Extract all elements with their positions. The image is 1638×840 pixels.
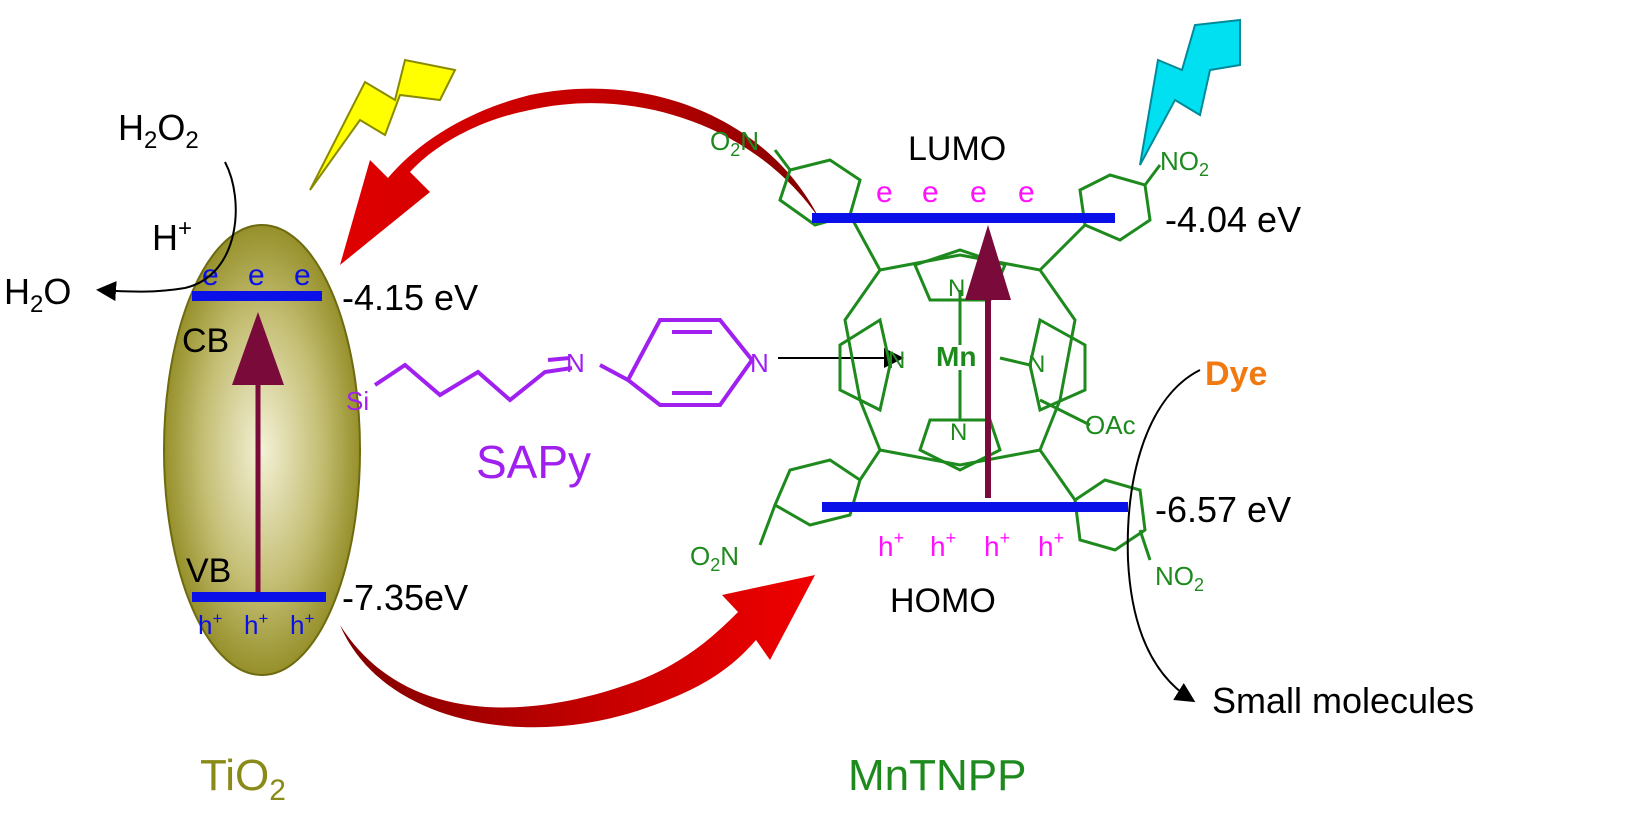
porphyrin-n-atom: N <box>1028 351 1045 378</box>
lumo-label: LUMO <box>908 130 1006 168</box>
porphyrin-n-atom: N <box>948 275 965 302</box>
homo-hole: h+ <box>1038 528 1064 562</box>
sapy-linker <box>373 318 755 407</box>
lumo-electron: e <box>876 176 893 209</box>
dye-label: Dye <box>1205 355 1267 393</box>
nitro-group: NO2 <box>1155 561 1204 595</box>
vb-hole: h+ <box>198 609 222 640</box>
lumo-electron: e <box>1018 176 1035 209</box>
mntnpp-name: MnTNPP <box>848 751 1026 800</box>
homo-energy: -6.57 eV <box>1155 489 1291 530</box>
products-label: Small molecules <box>1212 680 1474 721</box>
cb-energy: -4.15 eV <box>342 277 478 318</box>
lightning-bolt-icon <box>1139 18 1241 166</box>
vb-hole: h+ <box>244 609 268 640</box>
lightning-bolt-icon <box>309 58 457 191</box>
mn-atom: Mn <box>936 341 976 372</box>
mntnpp-excitation-arrowhead <box>965 225 1011 300</box>
vb-hole: h+ <box>290 609 314 640</box>
degradation-arrow <box>1126 369 1201 703</box>
proton-label: H+ <box>152 215 192 258</box>
imine-n-atom: N <box>566 348 585 378</box>
tio2-excitation-arrowhead <box>232 312 284 385</box>
reduction-arrow <box>96 161 237 302</box>
h2o-label: H2O <box>4 271 71 318</box>
oac-ligand: OAc <box>1085 410 1136 440</box>
homo-hole: h+ <box>878 528 904 562</box>
nitro-group: O2N <box>710 126 759 160</box>
tio2-particle <box>163 224 361 676</box>
cb-label: CB <box>182 322 229 360</box>
hole-transfer-arrow <box>340 575 815 728</box>
porphyrin-n-atom: N <box>888 347 905 374</box>
si-atom: Si <box>346 386 369 416</box>
nitro-group: NO2 <box>1160 146 1209 180</box>
homo-hole: h+ <box>930 528 956 562</box>
vb-label: VB <box>186 552 231 590</box>
lumo-energy: -4.04 eV <box>1165 199 1301 240</box>
vb-energy: -7.35eV <box>342 577 468 618</box>
cb-electron: e <box>294 259 311 292</box>
nitro-group: O2N <box>690 541 739 575</box>
homo-label: HOMO <box>890 582 996 620</box>
porphyrin-n-atom: N <box>950 419 967 446</box>
lumo-electron: e <box>970 176 987 209</box>
tio2-name: TiO2 <box>200 751 286 807</box>
electron-transfer-arrow <box>340 88 820 265</box>
cb-electron: e <box>248 259 265 292</box>
pyridine-n-atom: N <box>750 348 769 378</box>
sapy-name: SAPy <box>476 436 591 488</box>
homo-hole: h+ <box>984 528 1010 562</box>
h2o2-label: H2O2 <box>118 107 199 154</box>
lumo-electron: e <box>922 176 939 209</box>
